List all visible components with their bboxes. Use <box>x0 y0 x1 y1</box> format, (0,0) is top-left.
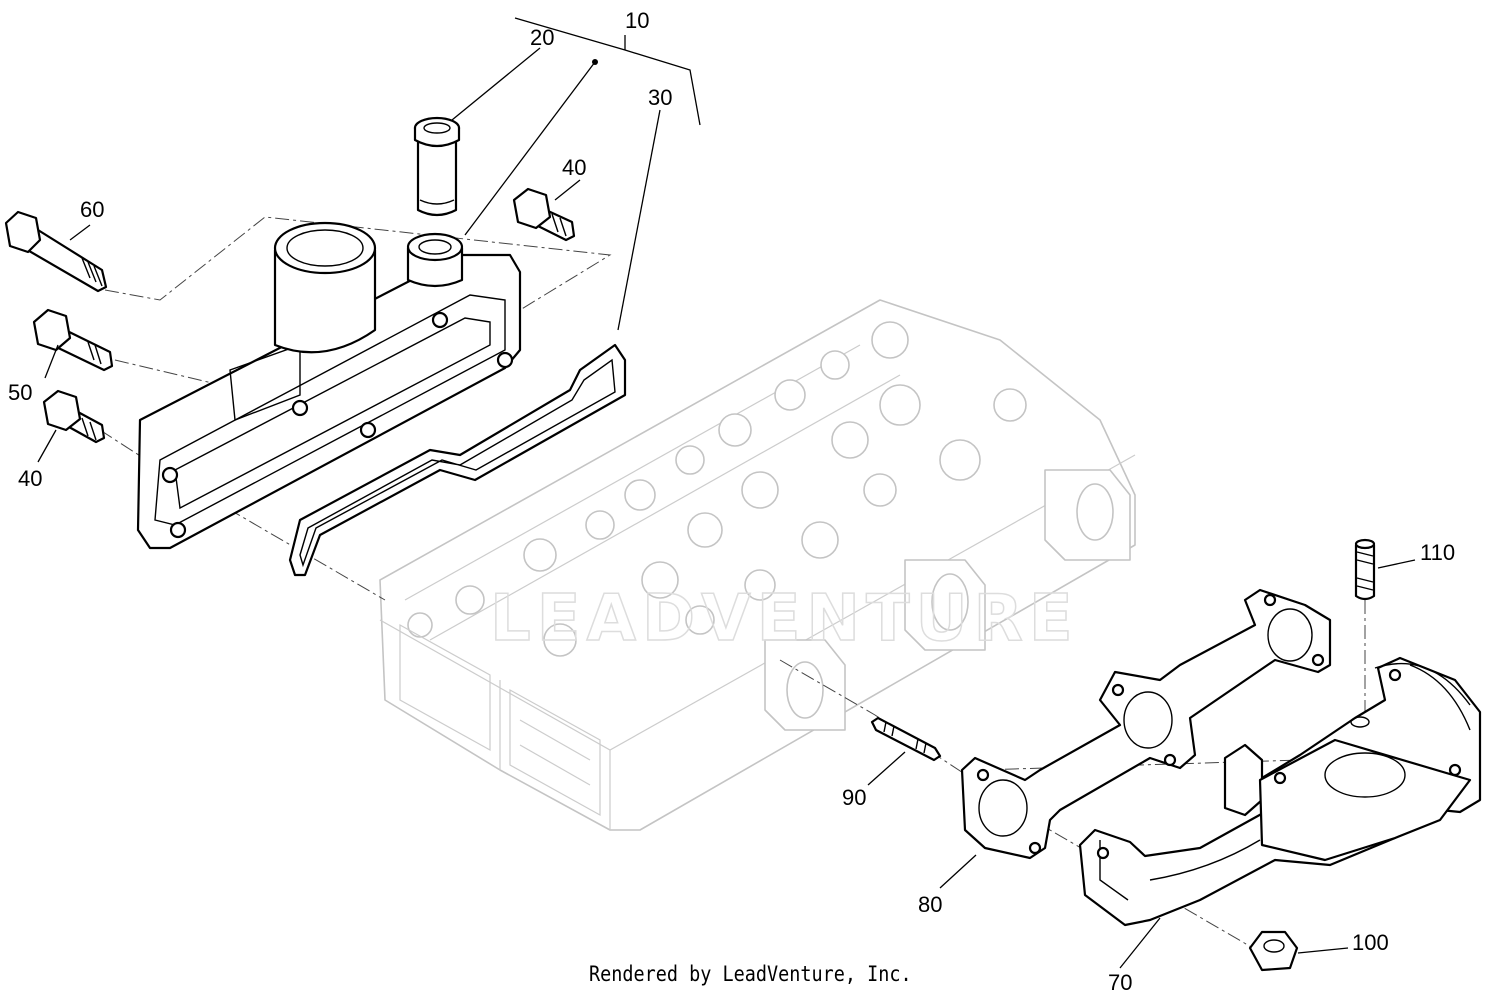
nut-100 <box>1248 930 1299 972</box>
render-credit: Rendered by LeadVenture, Inc. <box>0 962 1500 986</box>
callout-80: 80 <box>918 892 942 917</box>
callout-40-upper: 40 <box>562 155 586 180</box>
callout-40-lower: 40 <box>18 466 42 491</box>
callout-labels: 10 20 30 40 60 50 40 90 80 70 100 110 <box>8 8 1455 995</box>
callout-30: 30 <box>648 85 672 110</box>
callout-110: 110 <box>1420 540 1455 565</box>
bolt-40-lower <box>42 389 106 444</box>
render-credit-text: Rendered by LeadVenture, Inc. <box>588 962 912 986</box>
stud-110 <box>1354 538 1376 601</box>
leader-lines <box>37 17 1416 969</box>
callout-20: 20 <box>530 25 554 50</box>
callout-100: 100 <box>1352 930 1389 955</box>
water-flange-housing <box>136 221 522 550</box>
callout-10: 10 <box>625 8 649 33</box>
housing-gasket <box>288 343 627 577</box>
callout-50: 50 <box>8 380 32 405</box>
watermark-text: LEADVENTURE <box>490 582 1079 656</box>
exhaust-gasket <box>960 588 1332 860</box>
stud-90 <box>870 716 942 762</box>
exhaust-manifold <box>1078 656 1482 927</box>
bolt-60 <box>4 210 108 293</box>
callout-70: 70 <box>1108 970 1132 995</box>
pipe-part <box>413 116 461 217</box>
bolt-50 <box>32 308 114 372</box>
bolt-40-upper <box>512 187 576 242</box>
callout-60: 60 <box>80 197 104 222</box>
callout-90: 90 <box>842 785 866 810</box>
cylinder-head-ghost: LEADVENTURE <box>379 299 1136 831</box>
